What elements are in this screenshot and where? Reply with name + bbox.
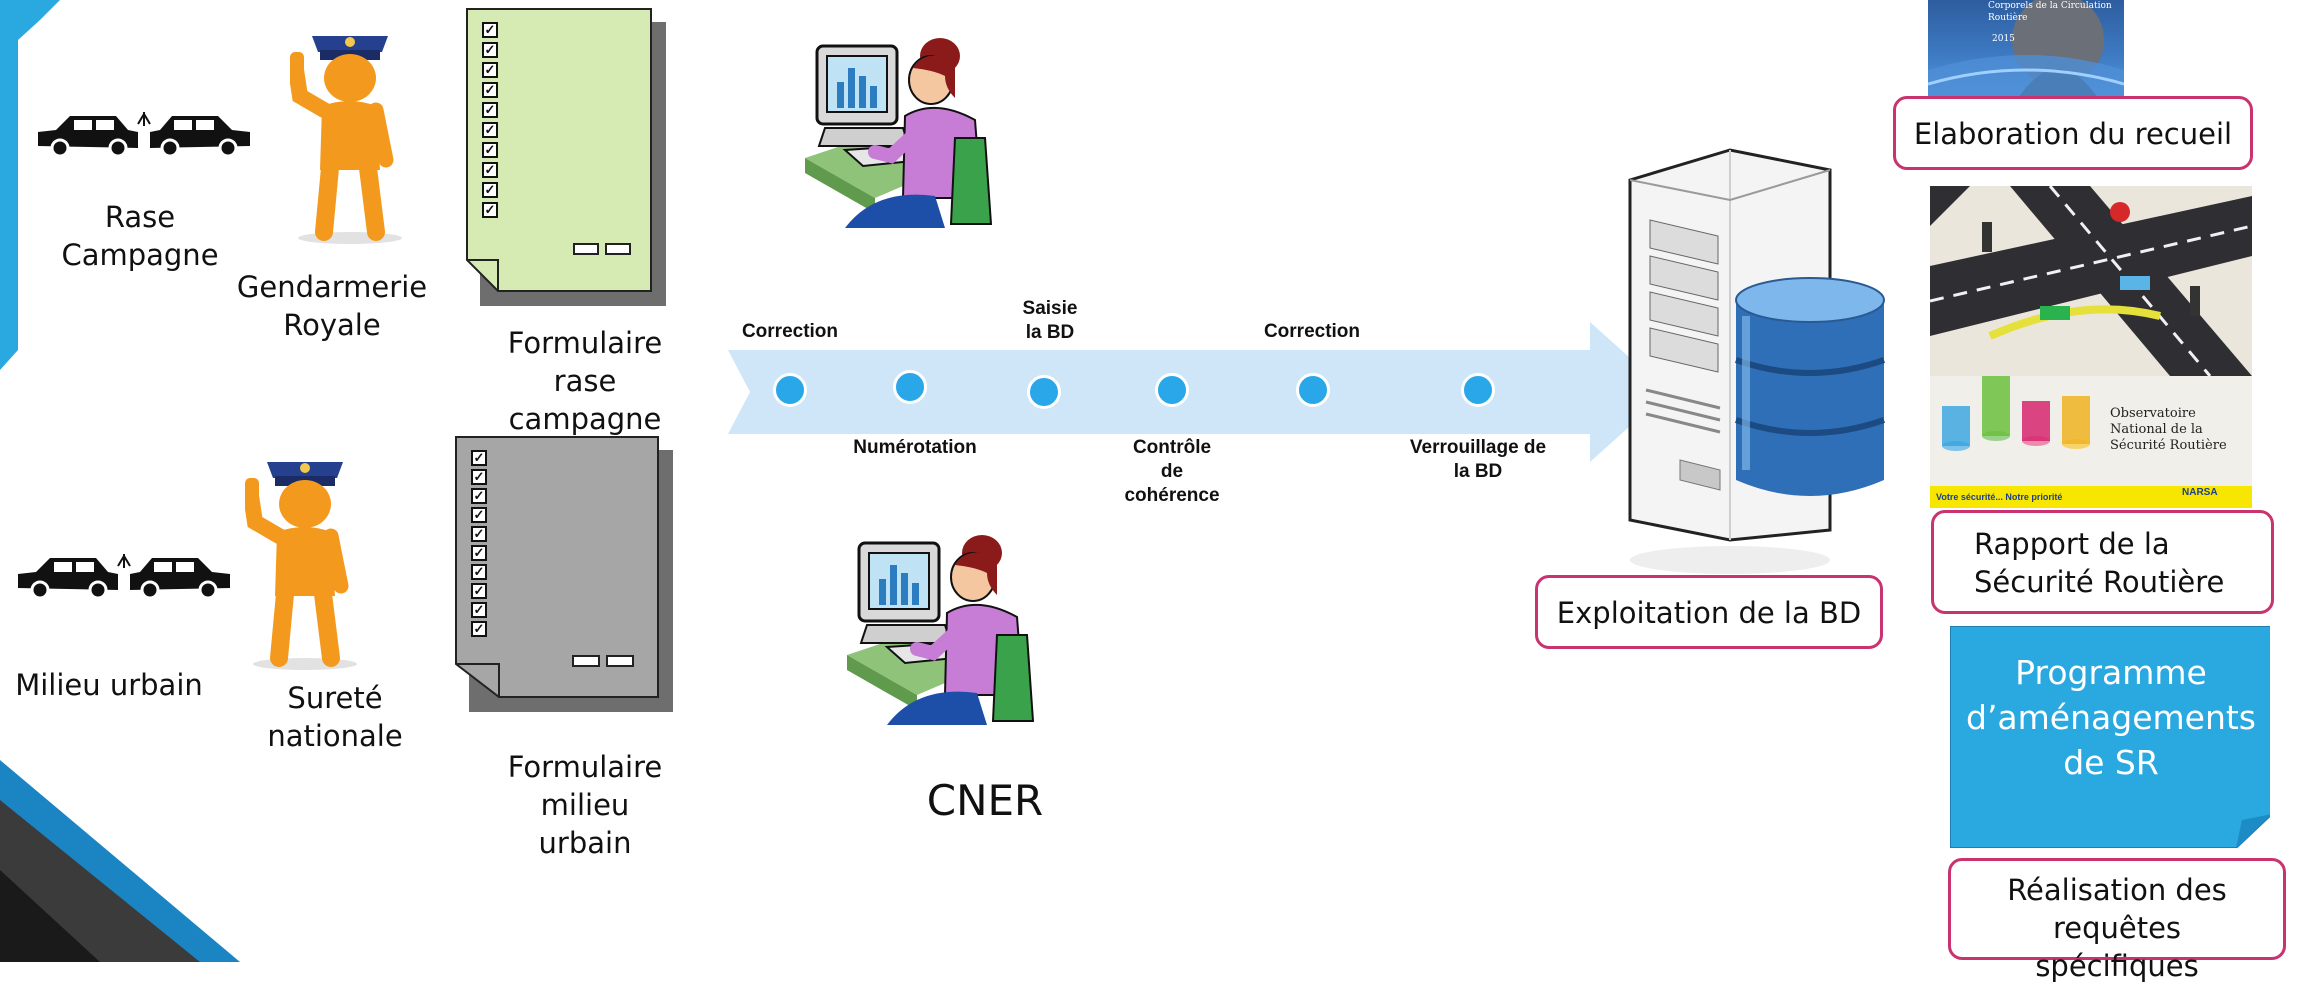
recueil-cover-caption: Corporels de la Circulation Routière bbox=[1988, 1, 2112, 23]
step-label-saisie: Saisie la BD bbox=[1022, 298, 1078, 343]
step-dot-controle bbox=[1155, 373, 1189, 407]
recueil-cover-image: Corporels de la Circulation Routière 201… bbox=[1928, 0, 2124, 98]
programme-note-text: Programme d’aménagements de SR bbox=[1966, 653, 2256, 782]
rapport-cover-image: Observatoire National de la Sécurité Rou… bbox=[1930, 186, 2252, 508]
left-edge-decoration bbox=[0, 0, 240, 962]
car-crash-icon bbox=[38, 112, 250, 158]
exploitation-bd-box: Exploitation de la BD bbox=[1535, 575, 1883, 649]
step-dot-saisie bbox=[1027, 375, 1061, 409]
rapport-securite-box: Rapport de la Sécurité Routière bbox=[1931, 510, 2274, 614]
step-dot-numerotation bbox=[893, 370, 927, 404]
police-officer-icon bbox=[290, 36, 402, 244]
server-database-icon bbox=[1628, 148, 1885, 574]
form-urbain-label: Formulaire milieu urbain bbox=[507, 750, 663, 860]
police-officer-icon bbox=[245, 462, 357, 670]
form-rase-label: Formulaire rase campagne bbox=[507, 326, 663, 436]
step-dot-correction bbox=[773, 373, 807, 407]
process-arrow bbox=[728, 322, 1668, 462]
step-dot-correction-2 bbox=[1296, 373, 1330, 407]
rase-campagne-label: Rase Campagne bbox=[61, 200, 219, 272]
step-label-correction: Correction bbox=[741, 321, 839, 342]
programme-note-shape bbox=[1950, 626, 2270, 848]
surete-label: Sureté nationale bbox=[267, 681, 403, 753]
rapport-cover-title: Observatoire National de la Sécurité Rou… bbox=[2110, 406, 2227, 453]
operator-at-computer-icon bbox=[847, 535, 1035, 725]
step-label-controle: Contrôle de cohérence bbox=[1124, 437, 1220, 506]
recueil-cover-year: 2015 bbox=[1992, 34, 2015, 44]
requetes-box: Réalisation des requêtes spécifiques bbox=[1948, 858, 2286, 983]
step-label-numerotation: Numérotation bbox=[853, 437, 977, 458]
rapport-cover-tagline: Votre sécurité... Notre priorité bbox=[1936, 492, 2063, 502]
operator-at-computer-icon bbox=[805, 38, 993, 228]
milieu-urbain-label: Milieu urbain bbox=[15, 668, 203, 702]
rapport-cover-brand: NARSA bbox=[2182, 487, 2218, 498]
step-label-correction-2: Correction bbox=[1263, 321, 1361, 342]
step-dot-verrouillage bbox=[1461, 373, 1495, 407]
form-rase-campagne: ✓✓ ✓✓ ✓✓ ✓✓ ✓✓ bbox=[466, 8, 666, 306]
car-crash-icon bbox=[18, 554, 230, 600]
cner-label: CNER bbox=[926, 776, 1044, 825]
form-milieu-urbain: ✓✓ ✓✓ ✓✓ ✓✓ ✓✓ bbox=[455, 436, 673, 712]
step-label-verrouillage: Verrouillage de la BD bbox=[1409, 437, 1547, 482]
elaboration-recueil-box: Elaboration du recueil bbox=[1893, 96, 2253, 170]
gendarmerie-label: Gendarmerie Royale bbox=[236, 270, 428, 342]
